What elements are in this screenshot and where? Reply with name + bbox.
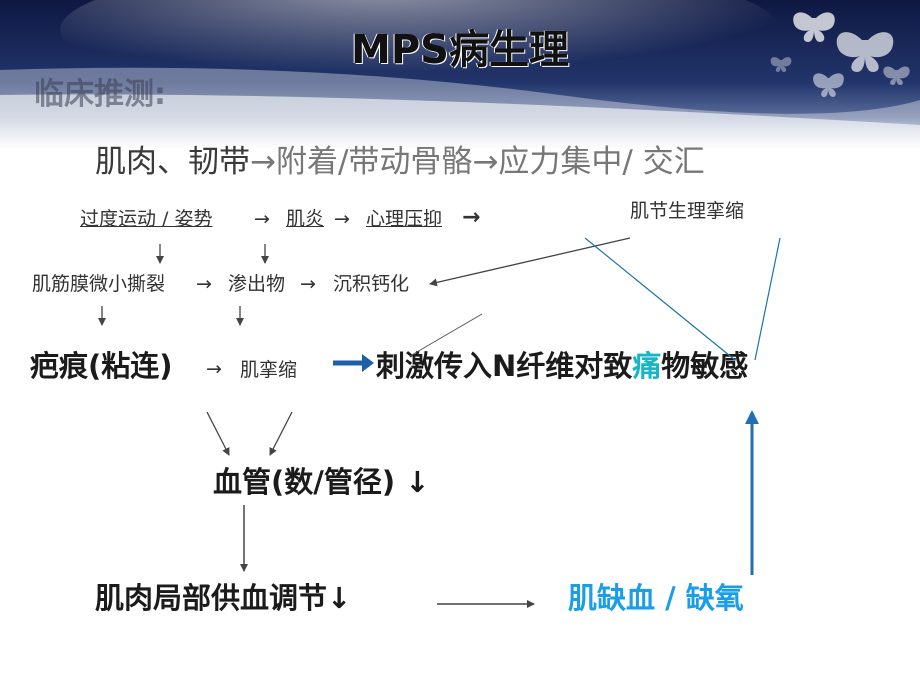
connector-line bbox=[584, 237, 736, 361]
chain-muscle: 肌肉、韧带 bbox=[95, 144, 250, 180]
chain-arrow: → bbox=[472, 144, 499, 180]
chain-stress: 应力集中/ 交汇 bbox=[498, 144, 705, 180]
connector-arrow bbox=[206, 411, 230, 456]
ischemia-label: 肌缺血 / 缺氧 bbox=[568, 581, 744, 615]
connector-line bbox=[409, 313, 483, 357]
header-banner bbox=[0, 0, 920, 150]
scar-label: 疤痕(粘连) bbox=[30, 349, 173, 383]
arrow-label: → bbox=[254, 208, 270, 230]
spasm-label: 肌挛缩 bbox=[240, 359, 298, 381]
main-chain: 肌肉、韧带→附着/带动骨骼→应力集中/ 交汇 bbox=[95, 147, 705, 178]
vessel-text: 血管(数/管径) bbox=[213, 465, 396, 499]
arrow-label: → bbox=[206, 358, 222, 380]
blood-supply-label: 肌肉局部供血调节↓ bbox=[95, 584, 351, 613]
stimulus-label: 刺激传入N纤维对致痛物敏感 bbox=[376, 352, 748, 381]
myositis-label: 肌炎 bbox=[286, 208, 325, 230]
connector-arrow bbox=[269, 411, 293, 456]
chain-arrow: → bbox=[250, 144, 276, 180]
pain-highlight: 痛 bbox=[632, 349, 662, 383]
tear-label: 肌筋膜微小撕裂 bbox=[32, 273, 166, 295]
stimulus-arrow-head bbox=[362, 354, 374, 372]
down-arrow-icon: ↓ bbox=[327, 581, 352, 615]
stimulus-text: 物敏感 bbox=[661, 349, 749, 383]
butterfly-decoration-icon bbox=[770, 12, 910, 97]
down-arrow-icon: ↓ bbox=[405, 465, 430, 499]
blood-supply-text: 肌肉局部供血调节 bbox=[95, 581, 328, 615]
vessel-label: 血管(数/管径) ↓ bbox=[213, 468, 430, 497]
connector-arrow bbox=[429, 237, 631, 287]
arrow-label: → bbox=[334, 208, 350, 230]
feedback-arrow-head bbox=[745, 410, 759, 424]
page-title: MPS病生理 bbox=[351, 27, 569, 73]
subtitle-clinical: 临床推测: bbox=[34, 77, 166, 112]
connector-line bbox=[754, 237, 781, 361]
arrow-label: → bbox=[196, 273, 212, 295]
calcification-label: 沉积钙化 bbox=[333, 273, 410, 295]
arrow-label: → bbox=[462, 205, 481, 230]
overuse-label: 过度运动 / 姿势 bbox=[80, 208, 213, 230]
arrow-label: → bbox=[300, 273, 316, 295]
physio-contracture-label: 肌节生理挛缩 bbox=[630, 200, 745, 222]
stimulus-text: 刺激传入N纤维对致 bbox=[376, 349, 633, 383]
stress-label: 心理压抑 bbox=[366, 208, 443, 230]
chain-attach: 附着/带动骨骼 bbox=[275, 144, 473, 180]
exudate-label: 渗出物 bbox=[228, 273, 286, 295]
